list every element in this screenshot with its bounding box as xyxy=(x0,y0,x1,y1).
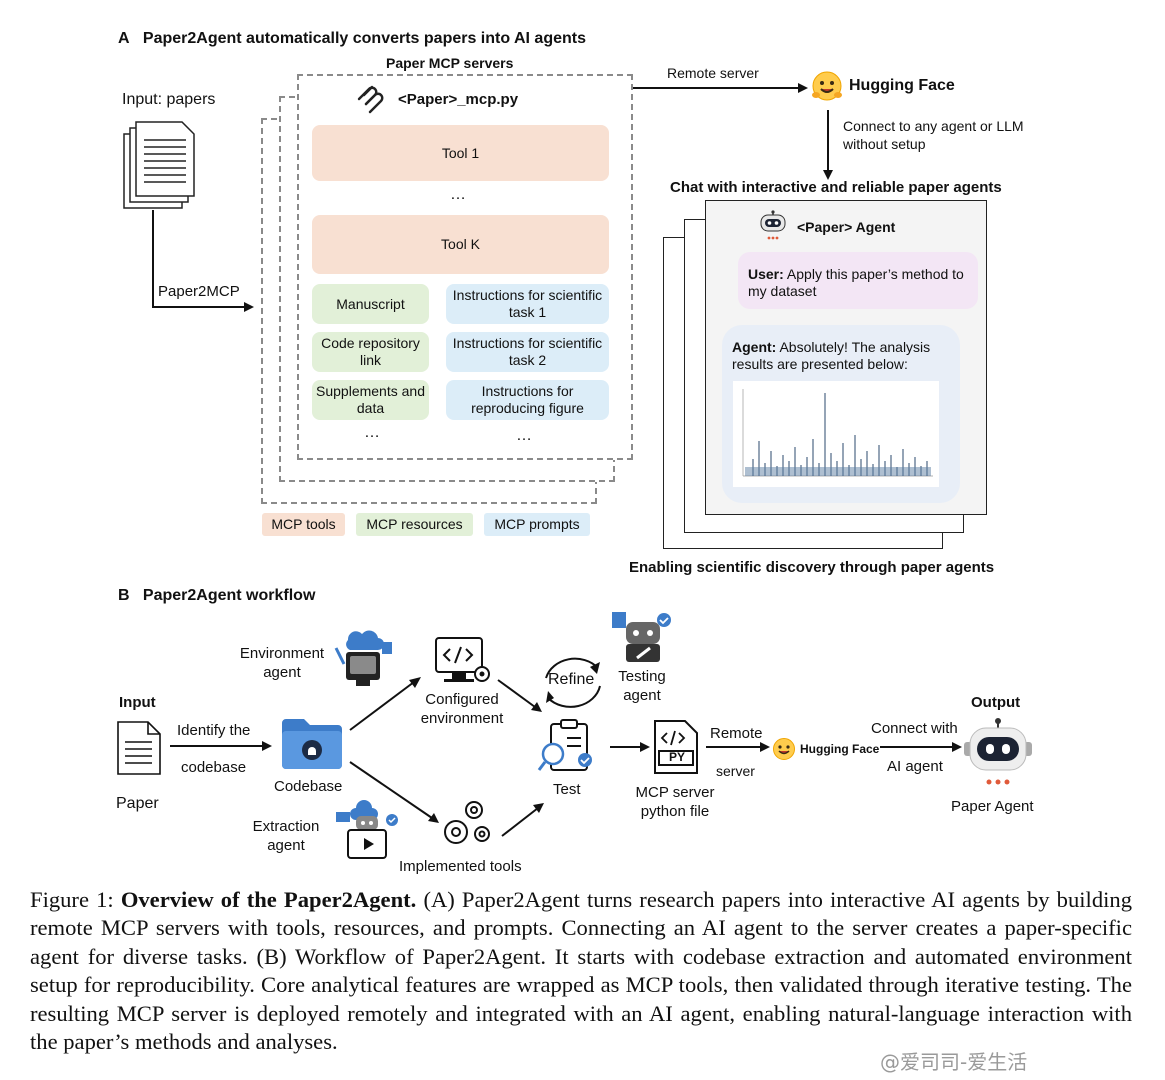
testing-agent-icon xyxy=(612,612,671,662)
agent-message: Absolutely! The analysis results are pre… xyxy=(732,339,931,372)
prompt-figure: Instructions for reproducing figure xyxy=(446,380,609,420)
caption-prefix: Figure 1: xyxy=(30,887,114,912)
tool-k-box: Tool K xyxy=(312,215,609,274)
configured-environment-icon xyxy=(435,637,490,682)
codebase-folder-icon xyxy=(282,719,342,769)
panel-a-title-text: Paper2Agent automatically converts paper… xyxy=(142,30,586,47)
result-plot-image xyxy=(733,381,939,487)
panel-b-title: B Paper2Agent workflow xyxy=(118,587,315,605)
input-papers-label: Input: papers xyxy=(122,91,216,108)
prompt-task-2: Instructions for scientific task 2 xyxy=(446,332,609,372)
legend-mcp-resources: MCP resources xyxy=(356,513,473,536)
input-label: Input xyxy=(119,694,156,711)
remote-server-label: Remote server xyxy=(667,65,759,81)
resources-ellipsis: … xyxy=(364,424,380,441)
remote-label-1: Remote xyxy=(710,725,763,742)
paper-label: Paper xyxy=(116,795,159,812)
codebase-label: Codebase xyxy=(274,778,343,795)
enabling-label: Enabling scientific discovery through pa… xyxy=(629,559,995,576)
caption-bold: Overview of the Paper2Agent. xyxy=(120,887,417,912)
user-bubble: User: Apply this paper’s method to my da… xyxy=(738,252,978,309)
resource-code-repo: Code repository link xyxy=(312,332,429,372)
user-label: User: xyxy=(748,266,784,282)
user-message: Apply this paper’s method to my dataset xyxy=(748,266,964,299)
test-clipboard-icon xyxy=(537,719,592,771)
hugging-face-label: Hugging Face xyxy=(849,77,955,94)
hugging-face-icon xyxy=(812,71,842,101)
environment-agent-label: Environment agent xyxy=(239,645,325,681)
mcp-logo-icon xyxy=(357,85,384,114)
chat-title: Chat with interactive and reliable paper… xyxy=(670,179,1002,196)
panel-a-title: A Paper2Agent automatically converts pap… xyxy=(118,30,586,48)
figure-caption: Figure 1: Overview of the Paper2Agent. (… xyxy=(30,886,1132,1056)
implemented-tools-label: Implemented tools xyxy=(399,858,522,875)
prompt-task-1: Instructions for scientific task 1 xyxy=(446,284,609,324)
identify-line-2: codebase xyxy=(181,759,247,776)
tool-1-box: Tool 1 xyxy=(312,125,609,181)
panel-b-letter: B xyxy=(118,587,130,604)
paper2mcp-label: Paper2MCP xyxy=(158,283,240,300)
resource-manuscript: Manuscript xyxy=(312,284,429,324)
python-file-icon xyxy=(654,720,698,774)
mcp-python-file-label: MCP server python file xyxy=(635,784,715,820)
refine-label: Refine xyxy=(548,671,595,688)
panel-b-title-text: Paper2Agent workflow xyxy=(142,587,316,604)
documents-icon xyxy=(123,121,195,209)
configured-environment-label: Configured environment xyxy=(420,691,504,727)
agent-name: <Paper> Agent xyxy=(797,219,896,235)
connect-label-2: AI agent xyxy=(887,758,943,775)
environment-agent-icon xyxy=(334,630,392,686)
legend-mcp-prompts: MCP prompts xyxy=(484,513,590,536)
identify-line-1: Identify the xyxy=(177,722,251,739)
tools-ellipsis: … xyxy=(450,186,466,203)
connect-label-1: Connect with xyxy=(871,720,958,737)
hugging-face-small-label: Hugging Face xyxy=(800,742,880,756)
agent-label: Agent: xyxy=(732,339,777,355)
py-badge: PY xyxy=(669,750,686,764)
prompts-ellipsis: … xyxy=(516,427,532,444)
hugging-face-small-icon xyxy=(773,738,795,760)
extraction-agent-label: Extraction agent xyxy=(252,818,320,854)
test-label: Test xyxy=(553,781,581,798)
paper-agent-label: Paper Agent xyxy=(951,798,1034,815)
resource-supplements: Supplements and data xyxy=(312,380,429,420)
remote-label-2: server xyxy=(716,763,755,779)
implemented-tools-gears-icon xyxy=(444,801,490,844)
paper-agent-robot-icon xyxy=(964,718,1032,785)
panel-a-letter: A xyxy=(118,30,130,47)
extraction-agent-icon xyxy=(336,800,398,859)
output-label: Output xyxy=(971,694,1021,711)
agent-robot-icon xyxy=(760,210,786,240)
connect-label: Connect to any agent or LLM without setu… xyxy=(843,118,1024,152)
servers-title: Paper MCP servers xyxy=(386,55,514,71)
testing-agent-label: Testing agent xyxy=(618,668,666,704)
watermark: @爱司司-爱生活 xyxy=(880,1050,1028,1074)
caption-text: (A) Paper2Agent turns research papers in… xyxy=(30,887,1133,1055)
paper-document-icon xyxy=(117,721,161,775)
mcp-file-label: <Paper>_mcp.py xyxy=(398,91,519,108)
legend-mcp-tools: MCP tools xyxy=(262,513,345,536)
